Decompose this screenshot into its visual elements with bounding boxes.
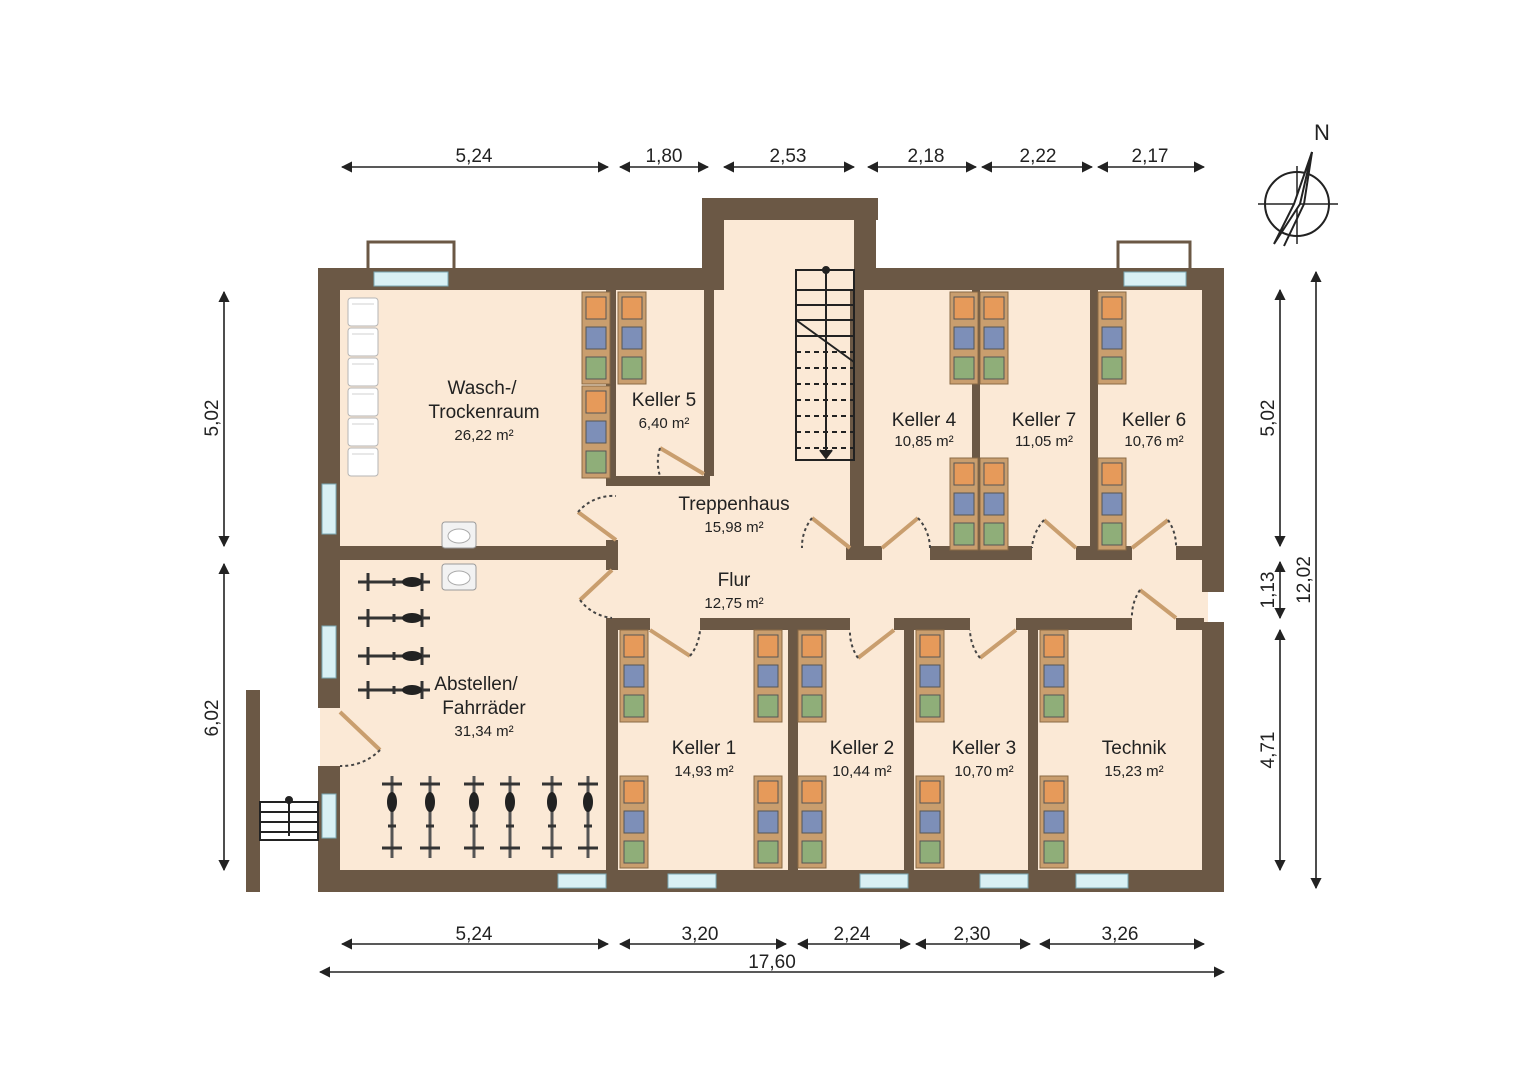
shelf-unit <box>619 629 649 723</box>
dim-bottom-4: 2,30 <box>954 924 991 945</box>
washing-machines <box>347 297 379 477</box>
shelf-unit <box>753 629 783 723</box>
room-name-treppenhaus: Treppenhaus <box>678 494 789 515</box>
dim-top-4: 2,18 <box>908 146 945 167</box>
north-label: N <box>1314 120 1330 145</box>
dim-right-3: 4,71 <box>1258 732 1279 769</box>
shelf-unit <box>949 291 979 385</box>
doors <box>338 446 1178 768</box>
room-name-keller3: Keller 3 <box>952 738 1016 759</box>
room-name-keller2: Keller 2 <box>830 738 894 759</box>
bicycle <box>420 776 440 858</box>
shelf-unit <box>1097 291 1127 385</box>
room-name-keller1: Keller 1 <box>672 738 736 759</box>
room-name-keller5: Keller 5 <box>632 390 696 411</box>
dim-left-2: 6,02 <box>202 700 223 737</box>
room-name-keller7: Keller 7 <box>1012 410 1076 431</box>
shelf-unit <box>619 775 649 869</box>
dimension-lines <box>218 161 1322 978</box>
washing-machine <box>347 327 379 357</box>
washing-machine <box>347 297 379 327</box>
room-area-flur: 12,75 m² <box>704 595 763 612</box>
dim-right-2: 1,13 <box>1258 572 1279 609</box>
room-name-technik: Technik <box>1102 738 1167 759</box>
shelf-unit <box>581 385 611 479</box>
shelf-unit <box>979 291 1009 385</box>
room-labels: Wasch-/ Trockenraum 26,22 m² Keller 5 6,… <box>428 378 1186 780</box>
room-area-wasch: 26,22 m² <box>454 427 513 444</box>
room-area-keller5: 6,40 m² <box>639 415 690 432</box>
room-area-abstellen: 31,34 m² <box>454 723 513 740</box>
staircase <box>795 266 855 461</box>
washing-machine <box>347 387 379 417</box>
dim-top-1: 5,24 <box>456 146 493 167</box>
shelf-unit <box>1039 629 1069 723</box>
room-area-technik: 15,23 m² <box>1104 763 1163 780</box>
sinks <box>441 521 477 591</box>
room-name-wasch-2: Trockenraum <box>428 402 539 423</box>
shelf-unit <box>915 775 945 869</box>
floors <box>320 220 1208 870</box>
room-name-keller4: Keller 4 <box>892 410 957 431</box>
storage-shelves <box>581 291 1127 869</box>
shelf-unit <box>753 775 783 869</box>
dim-top-6: 2,17 <box>1132 146 1169 167</box>
shelf-unit <box>797 775 827 869</box>
bicycle <box>578 776 598 858</box>
room-name-keller6: Keller 6 <box>1122 410 1186 431</box>
bicycle <box>358 681 430 699</box>
dim-bottom-3: 2,24 <box>834 924 871 945</box>
dim-top-5: 2,22 <box>1020 146 1057 167</box>
dim-bottom-2: 3,20 <box>682 924 719 945</box>
bicycle <box>542 776 562 858</box>
dim-right-total: 12,02 <box>1294 556 1315 604</box>
dim-right-1: 5,02 <box>1258 400 1279 437</box>
washing-machine <box>347 357 379 387</box>
room-area-keller2: 10,44 m² <box>832 763 891 780</box>
room-area-keller3: 10,70 m² <box>954 763 1013 780</box>
room-area-keller4: 10,85 m² <box>894 433 953 450</box>
room-name-abstellen-1: Abstellen/ <box>434 674 518 695</box>
room-area-treppenhaus: 15,98 m² <box>704 519 763 536</box>
bicycles <box>358 573 598 858</box>
washing-machine <box>347 447 379 477</box>
shelf-unit <box>797 629 827 723</box>
dim-top-3: 2,53 <box>770 146 807 167</box>
shelf-unit <box>581 291 611 385</box>
dim-bottom-total: 17,60 <box>748 952 796 973</box>
shelf-unit <box>915 629 945 723</box>
bicycle <box>500 776 520 858</box>
room-name-abstellen-2: Fahrräder <box>442 698 526 719</box>
bicycle <box>382 776 402 858</box>
bicycle <box>358 647 430 665</box>
light-wells <box>366 240 1192 268</box>
dim-bottom-5: 3,26 <box>1102 924 1139 945</box>
room-name-wasch-1: Wasch-/ <box>448 378 518 399</box>
dimension-labels: 5,24 1,80 2,53 2,18 2,22 2,17 5,24 3,20 … <box>202 146 1315 973</box>
shelf-unit <box>1039 775 1069 869</box>
room-name-flur: Flur <box>718 570 751 591</box>
windows <box>321 271 1187 889</box>
shelf-unit <box>1097 457 1127 551</box>
room-area-keller7: 11,05 m² <box>1015 433 1073 450</box>
room-area-keller1: 14,93 m² <box>674 763 733 780</box>
shelf-unit <box>949 457 979 551</box>
shelf-unit <box>617 291 647 385</box>
washing-machine <box>347 417 379 447</box>
entrance-stairs <box>259 796 319 841</box>
bicycle <box>464 776 484 858</box>
compass-icon: N <box>1258 120 1338 247</box>
bicycle <box>358 609 430 627</box>
room-area-keller6: 10,76 m² <box>1124 433 1183 450</box>
dim-bottom-1: 5,24 <box>456 924 493 945</box>
dim-left-1: 5,02 <box>202 400 223 437</box>
dim-top-2: 1,80 <box>646 146 683 167</box>
shelf-unit <box>979 457 1009 551</box>
bicycle <box>358 573 430 591</box>
